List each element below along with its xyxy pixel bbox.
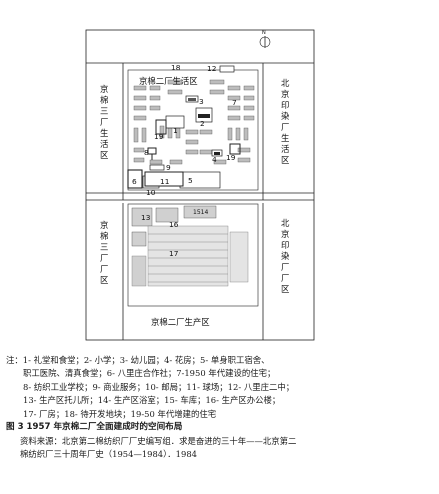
num-19b: 19 xyxy=(226,153,236,162)
svg-text:京: 京 xyxy=(100,220,108,230)
factory2-production-label: 京棉二厂生产区 xyxy=(151,317,210,327)
svg-text:厂: 厂 xyxy=(281,262,289,272)
factory2-production-zone xyxy=(127,203,259,307)
svg-text:北: 北 xyxy=(281,218,290,228)
num-7: 7 xyxy=(232,98,237,107)
num-10: 10 xyxy=(146,188,156,197)
facility-outlines xyxy=(127,65,235,189)
num-9: 9 xyxy=(166,163,171,172)
svg-text:染: 染 xyxy=(281,111,290,121)
svg-text:厂: 厂 xyxy=(100,264,108,274)
svg-text:活: 活 xyxy=(281,144,290,154)
svg-text:印: 印 xyxy=(281,100,289,110)
num-12: 12 xyxy=(207,64,216,73)
svg-text:区: 区 xyxy=(281,155,289,165)
facility-5-dormitory xyxy=(179,171,221,189)
facility-8-school-shape xyxy=(147,147,157,160)
num-5: 5 xyxy=(188,176,193,185)
legend-note-line: 注：1- 礼堂和食堂；2- 小学；3- 幼儿园；4- 花房；5- 单身职工宿舍、 xyxy=(6,355,270,365)
num-19a: 19 xyxy=(154,132,164,141)
svg-text:染: 染 xyxy=(281,251,290,261)
num-4: 4 xyxy=(212,155,217,164)
legend-note-line: 17- 厂房；18- 待开发地块；19-50 年代增建的住宅 xyxy=(23,408,217,419)
facility-11-court xyxy=(144,171,184,187)
svg-text:棉: 棉 xyxy=(100,95,108,105)
printing-living-vertical-label: 北 京 印 染 厂 生 活 区 xyxy=(281,78,290,165)
production-buildings xyxy=(131,205,217,247)
factory3-vertical-label: 京 棉 三 厂 厂 区 xyxy=(100,220,108,285)
svg-text:三: 三 xyxy=(100,106,108,116)
factory2-living-label: 京棉二厂生活区 xyxy=(139,76,198,86)
legend-note-line: 8- 纺织工业学校；9- 商业服务；10- 邮局；11- 球场；12- 八里庄二… xyxy=(23,381,295,392)
legend-note-line: 13- 生产区托儿所；14- 生产区浴室；15- 车库；16- 生产区办公楼； xyxy=(23,395,281,406)
source-note: 资料来源：北京第二棉纺织厂厂史编写组．求是奋进的三十年——北京第二 棉纺织厂三十… xyxy=(6,435,434,462)
svg-text:京: 京 xyxy=(281,229,289,239)
residential-blocks xyxy=(133,79,255,165)
warehouse-right xyxy=(229,231,249,283)
svg-text:棉: 棉 xyxy=(100,231,108,241)
num-17: 17 xyxy=(169,249,179,258)
svg-text:厂: 厂 xyxy=(100,253,108,263)
kindergarten-fill xyxy=(188,98,196,101)
svg-text:京: 京 xyxy=(281,89,289,99)
north-arrow-icon: N xyxy=(259,30,271,48)
source-line-2: 棉纺织厂三十周年厂史（1954—1984）．1984 xyxy=(20,449,197,460)
svg-text:生: 生 xyxy=(281,133,289,143)
num-16: 16 xyxy=(169,220,179,229)
num-1: 1 xyxy=(173,126,178,135)
roads xyxy=(86,62,314,340)
factory3-living-vertical-label: 京 棉 三 厂 生 活 区 xyxy=(100,84,109,160)
svg-text:印: 印 xyxy=(281,240,289,250)
facility-9-commerce xyxy=(149,164,165,171)
num-6: 6 xyxy=(132,177,137,186)
figure-title: 图 3 1957 年京棉二厂全面建成时的空间布局 xyxy=(6,422,183,433)
svg-text:三: 三 xyxy=(100,242,108,252)
site-plan-map: N xyxy=(85,29,315,341)
legend-note-line: 职工医院、清真食堂；6- 八里庄合作社；7-1950 年代建设的住宅； xyxy=(23,368,276,379)
facility-19-housing-shape xyxy=(155,119,241,155)
svg-text:区: 区 xyxy=(281,284,289,294)
map-frame xyxy=(85,29,315,341)
svg-text:区: 区 xyxy=(100,150,108,160)
svg-text:活: 活 xyxy=(100,139,109,149)
factory2-living-zone xyxy=(127,69,259,191)
caption-block: 注：1- 礼堂和食堂；2- 小学；3- 幼儿园；4- 花房；5- 单身职工宿舍、… xyxy=(6,354,434,462)
warehouse-left xyxy=(131,255,147,287)
num-11: 11 xyxy=(160,177,170,186)
num-3: 3 xyxy=(199,97,204,106)
source-line-1: 资料来源：北京第二棉纺织厂厂史编写组．求是奋进的三十年——北京第二 xyxy=(20,436,297,447)
facility-numbers: 18 12 3 7 2 1 19 8 4 19 9 5 6 11 10 1514… xyxy=(132,63,237,258)
svg-text:生: 生 xyxy=(100,128,108,138)
num-2: 2 xyxy=(200,119,205,128)
num-1514: 1514 xyxy=(193,209,208,216)
svg-text:厂: 厂 xyxy=(281,122,289,132)
facility-6-cooperative xyxy=(127,169,143,189)
num-18: 18 xyxy=(171,63,181,72)
svg-text:区: 区 xyxy=(100,275,108,285)
num-8: 8 xyxy=(144,148,149,157)
svg-text:京: 京 xyxy=(100,84,108,94)
greenhouse-fill xyxy=(214,152,220,155)
num-13: 13 xyxy=(141,213,151,222)
facility-12-school xyxy=(219,65,235,73)
school-2-fill xyxy=(198,114,210,118)
svg-text:厂: 厂 xyxy=(100,117,108,127)
factory-halls-17 xyxy=(147,225,229,287)
svg-text:厂: 厂 xyxy=(281,273,289,283)
svg-text:北: 北 xyxy=(281,78,290,88)
printing-vertical-label: 北 京 印 染 厂 厂 区 xyxy=(281,218,290,294)
north-label: N xyxy=(262,30,266,36)
